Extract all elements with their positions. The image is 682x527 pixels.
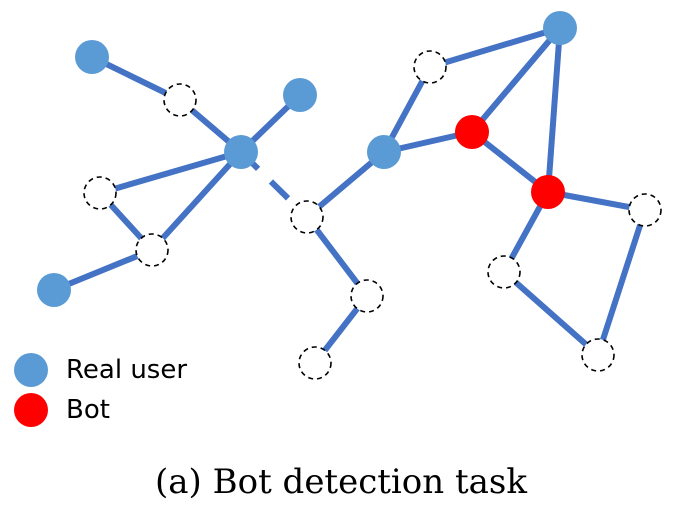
edge-d3-u4: [52, 247, 154, 293]
edge-u3-d2: [99, 149, 242, 196]
bot-detection-graph: [37, 11, 662, 380]
unknown-node-d2: [83, 176, 117, 210]
bot-node-b2: [531, 175, 565, 209]
figure-caption: (a) Bot detection task: [155, 462, 527, 502]
bot-marker-icon: [14, 393, 48, 427]
real-user-node-u2: [283, 78, 317, 112]
legend: Real user Bot: [14, 350, 187, 430]
unknown-node-d10: [581, 338, 615, 372]
real-user-node-u5: [367, 135, 401, 169]
real-user-node-u3: [224, 135, 258, 169]
edge-b1-u6: [469, 26, 563, 134]
real-user-node-u6: [543, 11, 577, 45]
legend-label-bot: Bot: [66, 395, 110, 425]
nodes-layer: [37, 11, 662, 380]
real-user-node-u4: [37, 273, 71, 307]
real-user-node-u1: [75, 40, 109, 74]
edge-u3-d3: [149, 149, 244, 253]
edge-d7-u6: [429, 25, 561, 70]
unknown-node-d3: [135, 233, 169, 267]
legend-item-real-user: Real user: [14, 350, 187, 390]
unknown-node-d4: [290, 200, 324, 234]
edge-d8-d10: [502, 269, 600, 358]
unknown-node-d5: [350, 279, 384, 313]
unknown-node-d1: [163, 83, 197, 117]
unknown-node-d7: [413, 50, 447, 84]
unknown-node-d9: [628, 193, 662, 227]
edge-d9-d10: [595, 209, 648, 356]
edge-u6-b2: [545, 27, 563, 193]
unknown-node-d8: [487, 255, 521, 289]
unknown-node-d6: [298, 346, 332, 380]
bot-node-b1: [455, 115, 489, 149]
real-user-marker-icon: [14, 353, 48, 387]
legend-label-real-user: Real user: [66, 355, 188, 385]
legend-item-bot: Bot: [14, 390, 187, 430]
